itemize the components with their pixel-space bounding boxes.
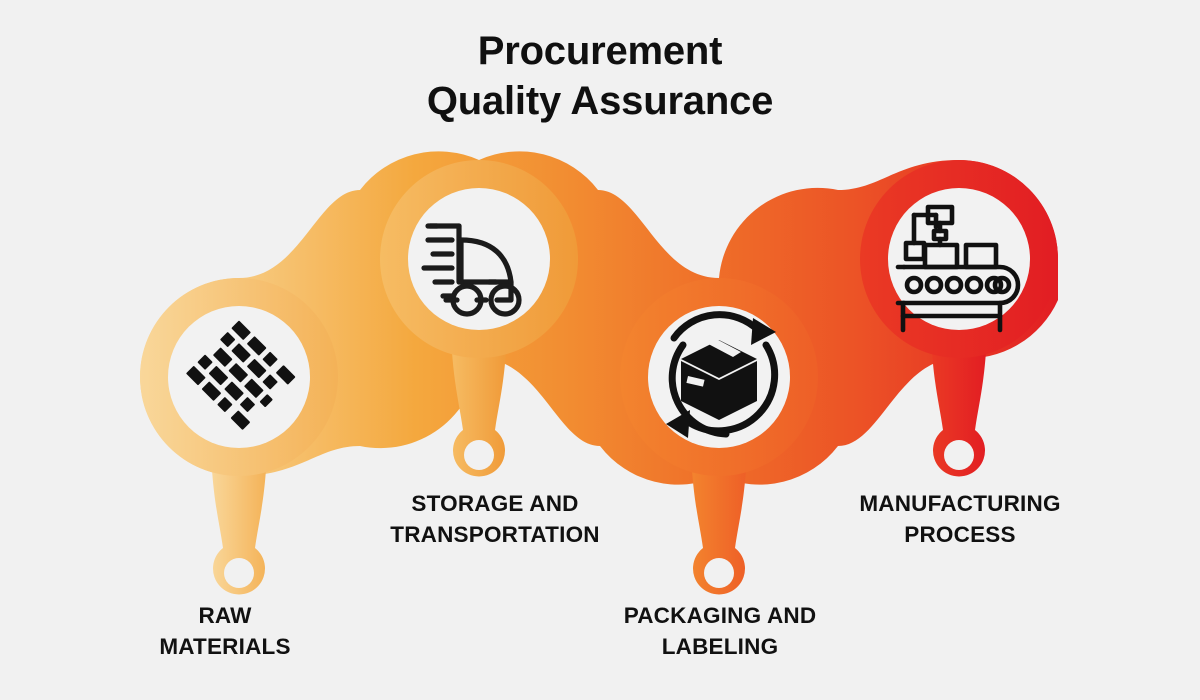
step-node-raw-materials[interactable]: [140, 278, 338, 595]
package-rotation-icon: [666, 311, 779, 438]
step-node-storage-transportation[interactable]: [380, 160, 578, 477]
pin-ring-hole-4: [944, 440, 974, 470]
weave-pattern-icon: [186, 320, 296, 430]
step-node-manufacturing-process[interactable]: [860, 160, 1058, 477]
pin-stem-1: [211, 452, 267, 595]
pin-ring-hole-3: [704, 558, 734, 588]
conveyor-belt-icon: [895, 204, 1021, 333]
delivery-truck-icon: [421, 223, 522, 317]
pin-stem-2: [451, 334, 507, 477]
pin-stem-3: [691, 452, 747, 595]
flow-ribbon: [140, 151, 1058, 485]
pin-ring-hole-1: [224, 558, 254, 588]
pin-ring-hole-2: [464, 440, 494, 470]
step-node-packaging-labeling[interactable]: [620, 278, 818, 595]
pin-stem-4: [931, 334, 987, 477]
